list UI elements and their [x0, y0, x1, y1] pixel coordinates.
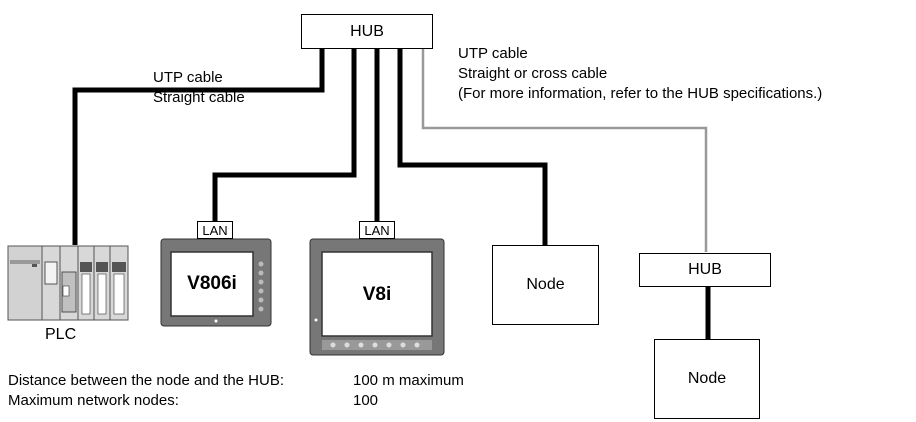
cable-left-line2: Straight cable	[153, 88, 245, 108]
hub-top-label: HUB	[350, 23, 384, 41]
node-1-label: Node	[526, 276, 564, 294]
cable-left-line1: UTP cable	[153, 68, 223, 88]
cable-right-line3: (For more information, refer to the HUB …	[458, 84, 822, 104]
hub-top: HUB	[301, 14, 433, 49]
v8i-label: V8i	[322, 285, 432, 305]
v806i-label: V806i	[171, 274, 253, 294]
cable-v806i	[215, 48, 354, 222]
distance-label: Distance between the node and the HUB:	[8, 371, 284, 391]
node-box-1: Node	[492, 245, 599, 325]
distance-value: 100 m maximum	[353, 371, 464, 391]
plc-label: PLC	[45, 325, 76, 345]
node-box-2: Node	[654, 339, 760, 419]
nodes-value: 100	[353, 391, 378, 411]
cable-right-line1: UTP cable	[458, 44, 528, 64]
lan-tag-v8i: LAN	[359, 221, 395, 239]
plc-device	[8, 246, 128, 320]
hub-sub: HUB	[639, 253, 771, 287]
cable-right-line2: Straight or cross cable	[458, 64, 607, 84]
lan-tag-v806i: LAN	[197, 221, 233, 239]
hub-sub-label: HUB	[688, 261, 722, 279]
node-2-label: Node	[688, 370, 726, 388]
nodes-label: Maximum network nodes:	[8, 391, 179, 411]
